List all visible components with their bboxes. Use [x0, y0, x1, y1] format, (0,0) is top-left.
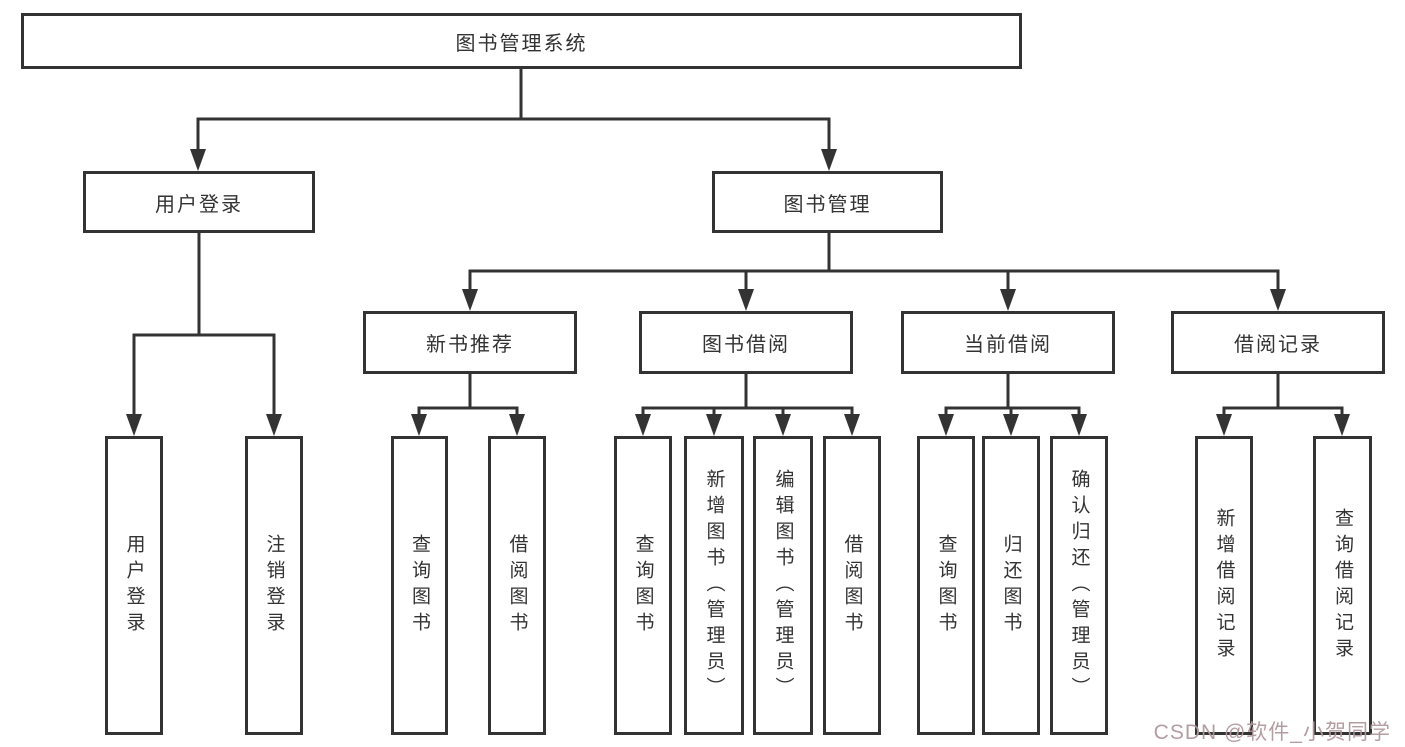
leaf-borrow-query-book: 查询图书 [614, 436, 672, 735]
node-borrow-record: 借阅记录 [1171, 311, 1385, 374]
leaf-record-query-label: 查询借阅记录 [1332, 507, 1353, 664]
leaf-current-query-book: 查询图书 [917, 436, 975, 735]
leaf-borrow-add-book-admin-label: 新增图书（管理员） [703, 468, 725, 703]
leaf-current-return-book: 归还图书 [982, 436, 1040, 735]
leaf-borrow-borrow-book: 借阅图书 [823, 436, 881, 735]
leaf-rec-query-book-label: 查询图书 [409, 533, 430, 638]
leaf-borrow-add-book-admin: 新增图书（管理员） [684, 436, 744, 735]
leaf-rec-query-book: 查询图书 [391, 436, 448, 735]
arrowheads [126, 149, 1350, 436]
leaf-current-return-book-label: 归还图书 [1000, 533, 1022, 638]
node-current-borrow: 当前借阅 [901, 311, 1115, 374]
node-user-login-label: 用户登录 [155, 193, 243, 216]
csdn-watermark: CSDN @软件_小贺同学 [1153, 721, 1391, 744]
node-book-management-label: 图书管理 [783, 193, 872, 216]
leaf-record-query: 查询借阅记录 [1313, 436, 1372, 735]
leaf-rec-borrow-book-label: 借阅图书 [506, 533, 528, 638]
node-book-borrow: 图书借阅 [639, 311, 853, 374]
leaf-logout-label: 注销登录 [263, 533, 285, 638]
node-user-login: 用户登录 [83, 171, 315, 233]
node-book-borrow-label: 图书借阅 [702, 334, 790, 356]
node-current-borrow-label: 当前借阅 [964, 334, 1052, 356]
node-new-book-recommend: 新书推荐 [363, 311, 577, 374]
leaf-borrow-edit-book-admin-label: 编辑图书（管理员） [772, 468, 794, 703]
leaf-borrow-edit-book-admin: 编辑图书（管理员） [753, 436, 813, 735]
leaf-borrow-borrow-book-label: 借阅图书 [841, 533, 863, 638]
leaf-current-query-book-label: 查询图书 [935, 533, 957, 638]
leaf-user-login-label: 用户登录 [123, 533, 145, 638]
node-new-book-recommend-label: 新书推荐 [426, 334, 514, 356]
node-book-management: 图书管理 [712, 171, 943, 233]
leaf-user-login: 用户登录 [105, 436, 163, 735]
leaf-borrow-query-book-label: 查询图书 [632, 533, 654, 638]
node-library-system-label: 图书管理系统 [455, 32, 588, 55]
leaf-record-add-label: 新增借阅记录 [1213, 507, 1235, 664]
leaf-logout: 注销登录 [245, 436, 303, 735]
leaf-current-confirm-return-admin: 确认归还（管理员） [1050, 436, 1108, 735]
leaf-rec-borrow-book: 借阅图书 [488, 436, 546, 735]
leaf-current-confirm-return-admin-label: 确认归还（管理员） [1068, 468, 1090, 703]
leaf-record-add: 新增借阅记录 [1195, 436, 1253, 735]
node-library-system: 图书管理系统 [21, 13, 1022, 69]
node-borrow-record-label: 借阅记录 [1234, 334, 1322, 356]
